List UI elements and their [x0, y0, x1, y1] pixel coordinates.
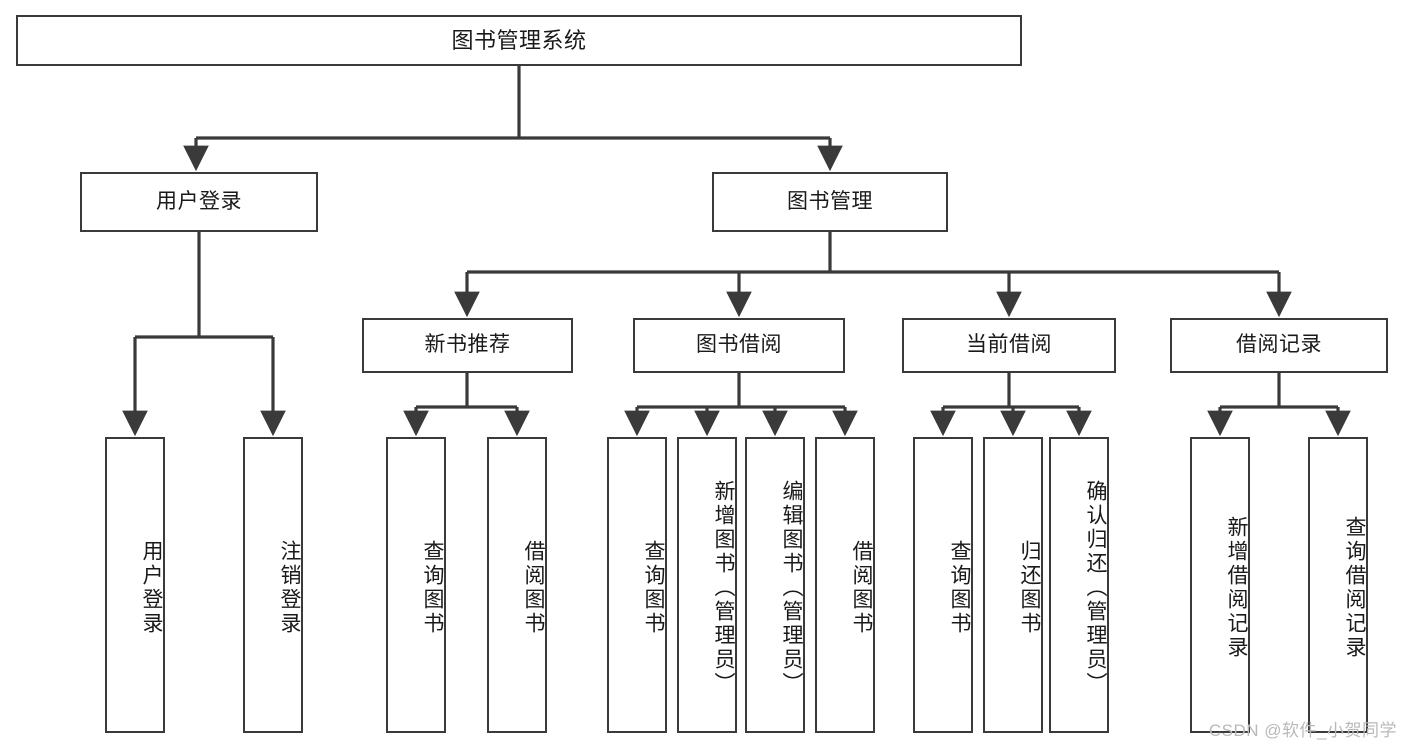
leaf-logout-label: 注销登录	[278, 540, 301, 636]
leaf-confirm-return-admin-label: 确认归还（管理员）	[1084, 480, 1107, 696]
leaf-user-login-label: 用户登录	[140, 540, 163, 636]
leaf-query-book-current[interactable]: 查询图书	[913, 437, 973, 733]
leaf-borrow-book-label: 借阅图书	[850, 540, 873, 636]
node-new-book-recommend-label: 新书推荐	[424, 333, 511, 357]
leaf-user-login[interactable]: 用户登录	[105, 437, 165, 733]
leaf-logout[interactable]: 注销登录	[243, 437, 303, 733]
leaf-query-book-current-label: 查询图书	[948, 540, 971, 636]
node-borrow-record-label: 借阅记录	[1236, 333, 1322, 357]
leaf-edit-book-admin[interactable]: 编辑图书（管理员）	[745, 437, 805, 733]
leaf-add-borrow-record[interactable]: 新增借阅记录	[1190, 437, 1250, 733]
leaf-query-book-borrow[interactable]: 查询图书	[607, 437, 667, 733]
leaf-query-book-borrow-label: 查询图书	[642, 540, 665, 636]
csdn-watermark: CSDN @软件_小贺同学	[1208, 721, 1397, 740]
leaf-add-book-admin-label: 新增图书（管理员）	[712, 480, 735, 696]
leaf-query-book-new[interactable]: 查询图书	[386, 437, 446, 733]
node-borrow-record[interactable]: 借阅记录	[1170, 318, 1388, 373]
node-book-management[interactable]: 图书管理	[712, 172, 948, 232]
node-current-borrow[interactable]: 当前借阅	[902, 318, 1116, 373]
leaf-borrow-book[interactable]: 借阅图书	[815, 437, 875, 733]
node-root[interactable]: 图书管理系统	[16, 15, 1022, 66]
node-root-label: 图书管理系统	[451, 27, 587, 53]
node-new-book-recommend[interactable]: 新书推荐	[362, 318, 573, 373]
leaf-query-borrow-record[interactable]: 查询借阅记录	[1308, 437, 1368, 733]
node-book-borrow[interactable]: 图书借阅	[633, 318, 845, 373]
leaf-confirm-return-admin[interactable]: 确认归还（管理员）	[1049, 437, 1109, 733]
leaf-add-book-admin[interactable]: 新增图书（管理员）	[677, 437, 737, 733]
leaf-add-borrow-record-label: 新增借阅记录	[1225, 516, 1248, 660]
leaf-return-book[interactable]: 归还图书	[983, 437, 1043, 733]
node-book-management-label: 图书管理	[787, 189, 873, 213]
node-book-borrow-label: 图书借阅	[696, 333, 782, 357]
leaf-query-book-new-label: 查询图书	[421, 540, 444, 636]
node-current-borrow-label: 当前借阅	[966, 333, 1052, 357]
leaf-query-borrow-record-label: 查询借阅记录	[1343, 516, 1366, 660]
leaf-borrow-book-new[interactable]: 借阅图书	[487, 437, 547, 733]
leaf-borrow-book-new-label: 借阅图书	[522, 540, 545, 636]
node-user-login-label: 用户登录	[156, 189, 242, 213]
node-user-login[interactable]: 用户登录	[80, 172, 318, 232]
leaf-return-book-label: 归还图书	[1018, 540, 1041, 636]
leaf-edit-book-admin-label: 编辑图书（管理员）	[780, 480, 803, 696]
